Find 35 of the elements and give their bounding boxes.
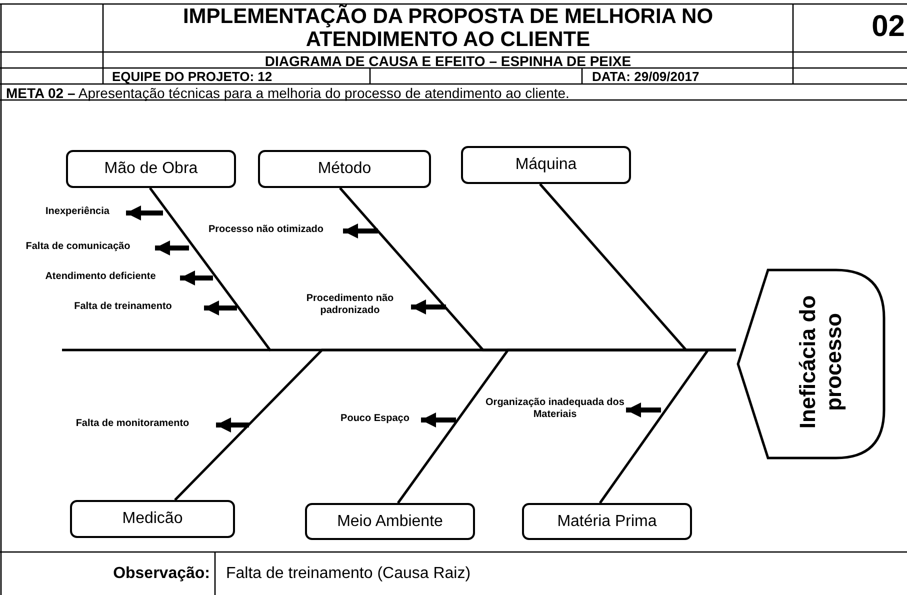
subtitle: DIAGRAMA DE CAUSA E EFEITO – ESPINHA DE PEIXE (264, 53, 632, 69)
arrow (626, 402, 661, 418)
title: IMPLEMENTAÇÃO DA PROPOSTA DE MELHORIA NO ATENDIMENTO AO CLIENTE (182, 5, 714, 51)
cause-label: Falta de comunicação (2, 241, 154, 255)
arrow (180, 270, 213, 286)
goal-text: META 02 – Apresentação técnicas para a melhoria do processo de atendimento ao cliente. (6, 85, 570, 101)
effect-label: Ineficácia do processo (795, 294, 847, 431)
cause-label: Inexperiência (30, 206, 125, 220)
arrow (204, 300, 237, 316)
category-box: Máquina (461, 146, 631, 184)
observation-label: Observação: (112, 565, 210, 583)
cause-label: Falta de monitoramento (50, 418, 215, 432)
cause-label: Falta de treinamento (43, 301, 203, 315)
cause-label: Atendimento deficiente (22, 271, 179, 285)
arrow (421, 412, 456, 428)
arrow (343, 224, 378, 238)
observation-text: Falta de treinamento (Causa Raiz) (226, 565, 472, 583)
cause-label: Processo não otimizado (190, 224, 342, 238)
fish-head-shape (736, 268, 886, 460)
sheet-number: 02 (870, 10, 905, 44)
arrow (216, 418, 249, 432)
date-label: DATA: 29/09/2017 (592, 69, 700, 84)
cause-label: Pouco Espaço (330, 413, 420, 427)
cause-label: Organização inadequada dos Materiais (485, 397, 625, 423)
cause-label: Procedimento não padronizado (290, 293, 410, 319)
category-box: Meio Ambiente (305, 503, 475, 540)
fish-bone-line (598, 348, 736, 504)
category-box: Mão de Obra (66, 150, 236, 188)
arrow (126, 206, 163, 220)
category-box: Medicão (70, 500, 235, 538)
arrow (411, 300, 446, 314)
arrow (155, 240, 189, 256)
category-box: Matéria Prima (522, 503, 692, 540)
category-box: Método (258, 150, 431, 188)
team-label: EQUIPE DO PROJETO: 12 (112, 69, 274, 84)
